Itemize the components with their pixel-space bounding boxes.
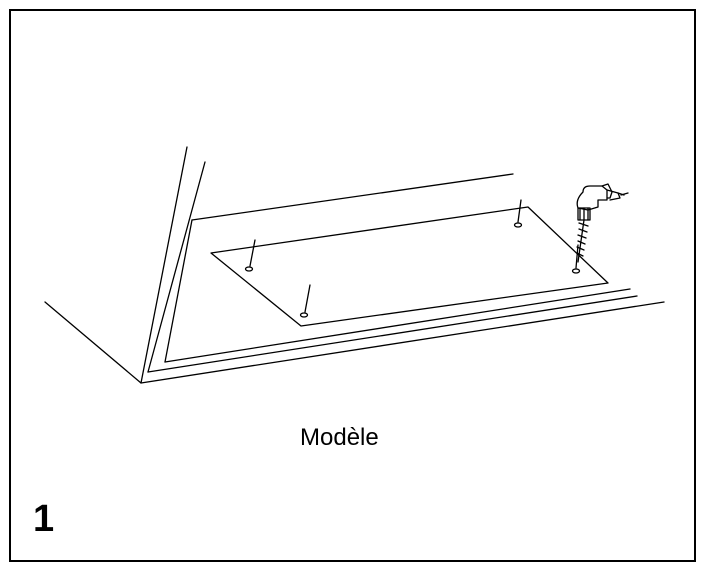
screw-4 (571, 244, 581, 274)
screw-2 (299, 284, 311, 318)
figure-frame (9, 9, 696, 562)
drill-icon (576, 183, 629, 263)
cabinet-top-edge (191, 173, 514, 221)
screw-1 (244, 239, 256, 272)
step-number: 1 (33, 498, 55, 540)
diagram-caption: Modèle (300, 424, 379, 451)
cabinet-inner-vertical (147, 161, 206, 373)
screw-3 (513, 199, 523, 228)
cabinet-front-vertical (140, 146, 188, 384)
cabinet-left-edge (44, 301, 665, 384)
cabinet-inner-side (164, 219, 193, 363)
cabinet-inner-shelf (164, 288, 631, 363)
cabinet-inner-floor (147, 295, 638, 373)
template-sheet (210, 206, 609, 327)
